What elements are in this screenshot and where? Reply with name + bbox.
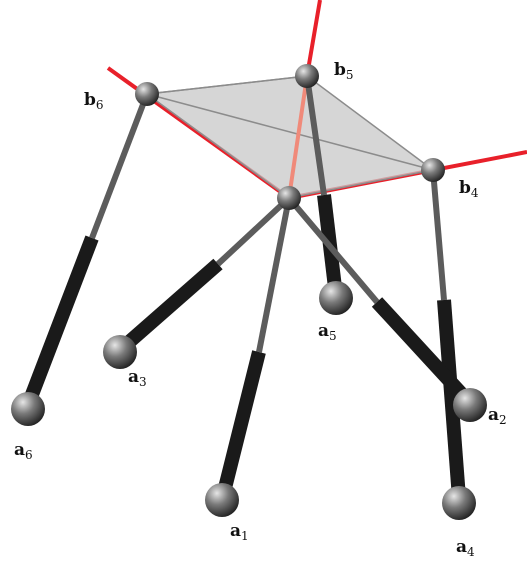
label-b6: b6 xyxy=(84,90,104,112)
label-a3: a3 xyxy=(128,367,147,389)
labels: b6 b5 b4 a5 a3 a2 a6 a1 a4 xyxy=(14,60,507,559)
leg-6-thin-rod xyxy=(89,92,150,240)
leg-6-cylinder xyxy=(21,235,99,408)
joint-platform-center xyxy=(277,186,301,210)
leg-4-cylinder xyxy=(437,299,466,499)
leg-5-thin-rod xyxy=(304,75,327,196)
leg-2-thin-rod xyxy=(286,196,380,304)
joint-b5 xyxy=(295,64,319,88)
platform-edge-diagonal xyxy=(146,93,434,171)
axis-z-line-upper xyxy=(305,0,322,77)
leg-3-cylinder xyxy=(115,258,223,356)
leg-2-cylinder xyxy=(371,297,476,408)
joint-a3 xyxy=(103,335,137,369)
platform-edge-b6-b5 xyxy=(146,75,308,95)
label-b5: b5 xyxy=(334,60,354,82)
joint-a5 xyxy=(319,281,353,315)
leg-4 xyxy=(430,169,466,499)
leg-3 xyxy=(115,195,292,356)
joint-a2 xyxy=(453,388,487,422)
label-a2: a2 xyxy=(488,405,507,427)
leg-2 xyxy=(286,196,476,408)
joint-a4 xyxy=(442,486,476,520)
leg-6 xyxy=(21,92,150,408)
joint-b6 xyxy=(135,82,159,106)
joint-a6 xyxy=(11,392,45,426)
label-a1: a1 xyxy=(230,521,249,543)
legs xyxy=(21,75,476,502)
joints xyxy=(11,64,487,520)
axis-z-line-lower xyxy=(287,75,309,199)
leg-3-thin-rod xyxy=(215,195,292,267)
label-a4: a4 xyxy=(456,537,475,559)
leg-1 xyxy=(215,197,292,502)
joint-b4 xyxy=(421,158,445,182)
joint-a1 xyxy=(205,483,239,517)
leg-1-cylinder xyxy=(215,350,266,502)
leg-4-thin-rod xyxy=(430,169,447,301)
leg-1-thin-rod xyxy=(256,197,292,353)
label-b4: b4 xyxy=(459,178,479,200)
label-a6: a6 xyxy=(14,440,33,462)
label-a5: a5 xyxy=(318,321,337,343)
